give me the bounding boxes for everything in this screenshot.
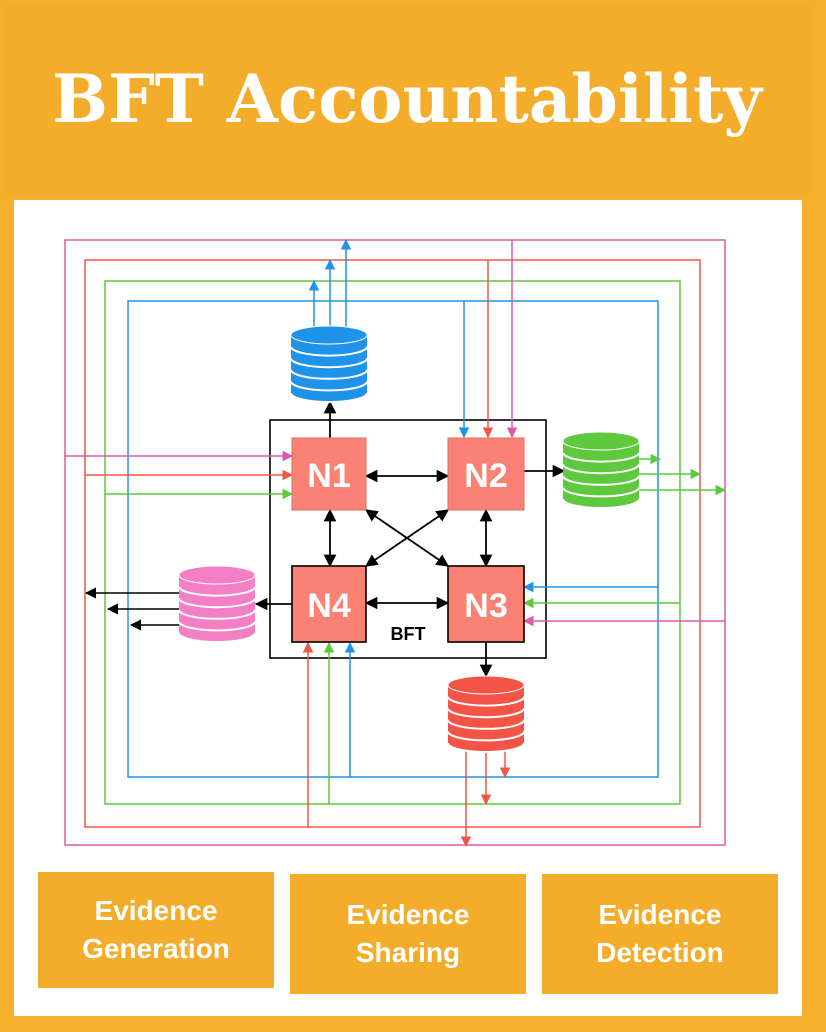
- bft-diagram: BFT: [64, 238, 727, 848]
- database-layer-line: [447, 696, 525, 707]
- evidence-sharing-box: Evidence Sharing: [290, 874, 526, 994]
- database-layer-line: [447, 742, 525, 753]
- title: BFT Accountability: [52, 60, 762, 138]
- database-layer-line: [290, 346, 368, 357]
- node-n1: N1: [291, 437, 367, 511]
- database-layer-line: [178, 621, 256, 632]
- red-channel-frame: [84, 259, 701, 828]
- node-n3: N3: [447, 565, 525, 643]
- database-layer-line: [178, 597, 256, 609]
- database-layer-line: [562, 463, 640, 475]
- database-layer-line: [447, 719, 525, 730]
- pink-database-icon: [178, 565, 256, 643]
- database-layer-line: [447, 707, 525, 719]
- database-top: [290, 325, 368, 345]
- evidence-detection-box: Evidence Detection: [542, 874, 778, 994]
- database-layer-line: [290, 369, 368, 380]
- node-n1-label: N1: [307, 457, 350, 495]
- database-top: [447, 675, 525, 695]
- evidence-sharing-label: Evidence Sharing: [346, 899, 470, 968]
- database-layer-line: [290, 392, 368, 403]
- database-layer-line: [562, 498, 640, 509]
- database-layer-line: [178, 609, 256, 620]
- database-layer-line: [178, 586, 256, 597]
- database-top: [178, 565, 256, 585]
- node-n3-label: N3: [464, 587, 507, 625]
- database-layer-line: [290, 357, 368, 369]
- node-n2-label: N2: [464, 457, 507, 495]
- evidence-detection-label: Evidence Detection: [596, 899, 724, 968]
- red-database-icon: [447, 675, 525, 753]
- blue-channel-frame: [127, 300, 659, 778]
- database-layer-line: [562, 487, 640, 498]
- database-layer-line: [562, 452, 640, 463]
- n2-n4-arrow: [364, 509, 450, 567]
- bft-label: BFT: [391, 624, 426, 644]
- green-database-icon: [562, 431, 640, 509]
- node-n4-label: N4: [307, 587, 351, 625]
- database-layer-line: [290, 381, 368, 392]
- evidence-generation-label: Evidence Generation: [82, 895, 230, 964]
- database-layer-line: [562, 475, 640, 486]
- blue-database-icon: [290, 325, 368, 403]
- title-bar: BFT Accountability: [4, 4, 810, 194]
- node-n2: N2: [447, 437, 525, 511]
- database-top: [562, 431, 640, 451]
- evidence-generation-box: Evidence Generation: [38, 872, 274, 988]
- pink-channel-frame: [64, 239, 726, 846]
- database-layer-line: [178, 632, 256, 643]
- green-channel-frame: [104, 280, 681, 805]
- database-layer-line: [447, 731, 525, 742]
- node-n4: N4: [291, 565, 367, 643]
